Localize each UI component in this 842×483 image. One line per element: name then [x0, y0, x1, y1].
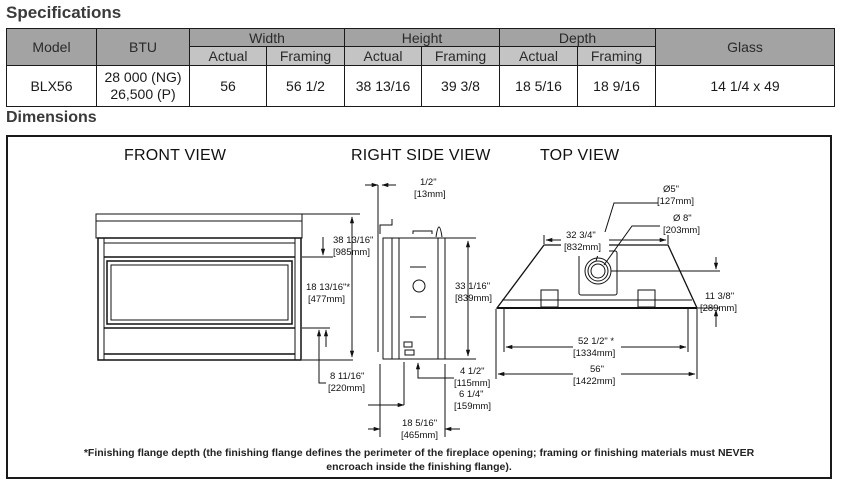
technical-drawing — [95, 182, 720, 437]
front-opening-height-mm: [477mm] — [308, 294, 345, 305]
top-vent-offset-mm: [289mm] — [700, 303, 737, 314]
cell-model: BLX56 — [6, 65, 97, 107]
front-view-label: FRONT VIEW — [124, 147, 227, 164]
header-height-actual: Actual — [344, 46, 423, 66]
cell-glass: 14 1/4 x 49 — [655, 65, 836, 107]
header-width-framing: Framing — [265, 46, 346, 66]
header-depth-actual: Actual — [499, 46, 579, 66]
side-view-drawing — [365, 182, 476, 437]
side-vent-height: 33 1/16" — [455, 281, 490, 292]
front-view-drawing — [95, 213, 360, 384]
top-outer-vent: Ø 8" — [673, 213, 692, 224]
side-vent-height-mm: [839mm] — [455, 293, 492, 304]
cell-depth-actual: 18 5/16 — [499, 65, 579, 107]
header-depth: Depth — [499, 28, 657, 47]
right-side-view-label: RIGHT SIDE VIEW — [351, 147, 491, 164]
btu-ng: 28 000 (NG) — [104, 69, 182, 85]
top-opening-width-mm: [1334mm] — [573, 348, 615, 359]
footnote-line-1: *Finishing flange depth (the finishing f… — [83, 447, 755, 459]
side-gas-height: 4 1/2" — [460, 366, 485, 377]
side-gas-depth: 6 1/4" — [459, 389, 484, 400]
side-flange-mm: [13mm] — [414, 189, 446, 200]
header-btu: BTU — [96, 28, 190, 66]
front-overall-height-mm: [985mm] — [333, 247, 370, 258]
header-width-actual: Actual — [189, 46, 267, 66]
top-view-label: TOP VIEW — [540, 147, 620, 164]
side-gas-height-mm: [115mm] — [454, 378, 490, 389]
btu-p: 26,500 (P) — [110, 86, 176, 102]
cell-height-framing: 39 3/8 — [421, 65, 501, 107]
specifications-heading: Specifications — [6, 3, 122, 22]
header-depth-framing: Framing — [577, 46, 657, 66]
specifications-table: Model BTU Width Height Depth Glass Actua… — [6, 28, 836, 107]
table-row: BLX56 28 000 (NG) 26,500 (P) 56 56 1/2 3… — [6, 65, 836, 107]
front-overall-height: 38 13/16" — [333, 235, 373, 246]
header-glass: Glass — [655, 28, 836, 66]
dimensions-heading: Dimensions — [6, 109, 97, 126]
side-flange: 1/2" — [420, 177, 437, 188]
top-overall-width-mm: [1422mm] — [573, 376, 615, 387]
cell-depth-framing: 18 9/16 — [577, 65, 657, 107]
dimensions-diagram: FRONT VIEW RIGHT SIDE VIEW TOP VIEW — [6, 135, 832, 479]
header-width: Width — [188, 28, 346, 47]
top-back-width-mm: [832mm] — [564, 242, 601, 253]
front-base-height: 8 11/16" — [330, 371, 364, 382]
header-height-framing: Framing — [421, 46, 501, 66]
top-overall-width: 56" — [590, 364, 604, 375]
side-depth-mm: [465mm] — [401, 430, 438, 441]
top-back-width: 32 3/4" — [566, 230, 596, 241]
header-height: Height — [344, 28, 501, 47]
front-opening-height: 18 13/16"* — [306, 282, 350, 293]
header-model: Model — [6, 28, 97, 66]
footnote-line-2: encroach inside the finishing flange). — [326, 461, 512, 473]
cell-width-framing: 56 1/2 — [265, 65, 346, 107]
cell-width-actual: 56 — [189, 65, 267, 107]
footnote: *Finishing flange depth (the finishing f… — [8, 446, 830, 474]
top-opening-width: 52 1/2" * — [578, 336, 614, 347]
top-outer-vent-mm: [203mm] — [663, 225, 700, 236]
cell-height-actual: 38 13/16 — [344, 65, 423, 107]
top-inner-vent: Ø5" — [663, 184, 679, 195]
dimension-labels: 38 13/16" [985mm] 18 13/16"* [477mm] 8 1… — [306, 177, 737, 441]
top-view-drawing — [495, 202, 720, 379]
side-depth: 18 5/16" — [402, 418, 437, 429]
top-vent-offset: 11 3/8" — [705, 291, 734, 302]
cell-btu: 28 000 (NG) 26,500 (P) — [96, 65, 190, 107]
side-gas-depth-mm: [159mm] — [454, 401, 491, 412]
top-inner-vent-mm: [127mm] — [657, 196, 694, 207]
front-base-height-mm: [220mm] — [328, 383, 365, 394]
